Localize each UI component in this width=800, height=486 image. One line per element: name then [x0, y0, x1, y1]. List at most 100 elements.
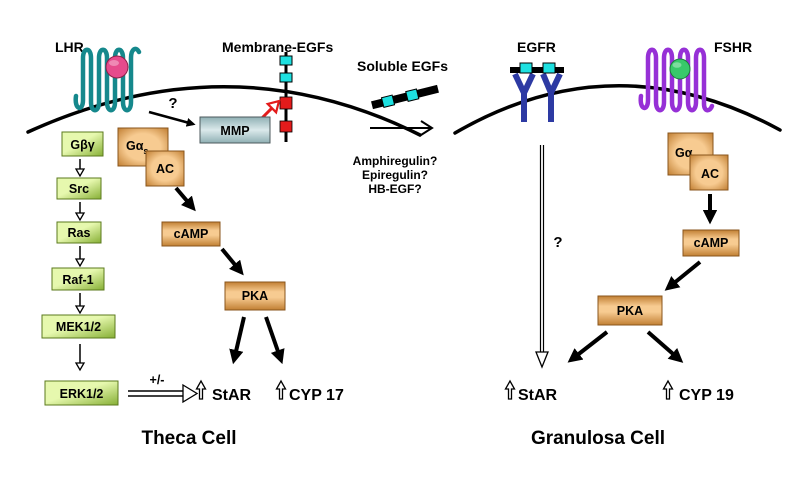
ras-label: Ras — [68, 226, 91, 240]
soluble-egfs-label: Soluble EGFs — [357, 58, 448, 74]
fshr-label: FSHR — [714, 39, 752, 55]
lh-ligand-icon — [105, 55, 129, 79]
theca-cell: LHR Membrane-EGFs ? MMP Gβγ — [26, 39, 422, 449]
soluble-egf-domain-icon — [405, 88, 420, 102]
upregulation-arrow-icon — [195, 379, 207, 400]
theca-outputs: StAR CYP 17 — [195, 379, 344, 404]
theca-camp-pathway: Gαs AC cAMP PKA — [117, 127, 286, 365]
fsh-receptor — [638, 47, 715, 113]
membrane-egf-domain-icon — [279, 72, 293, 83]
membrane-egf — [279, 52, 293, 142]
arrow-pka-to-star — [567, 330, 609, 363]
camp-label: cAMP — [174, 227, 209, 241]
pka-label: PKA — [617, 304, 643, 318]
arrow-lhr-to-mmp — [148, 110, 196, 127]
granulosa-cell: EGFR FSHR ? Gαs AC cAMP — [453, 39, 782, 449]
src-label: Src — [69, 182, 89, 196]
cascade-arrow-head — [74, 212, 86, 222]
ac-label: AC — [701, 167, 719, 181]
cascade-arrow-head — [74, 362, 86, 372]
mmp-label: MMP — [220, 124, 249, 138]
gbg-label: Gβγ — [70, 138, 94, 152]
egf-domain-icon — [519, 62, 533, 74]
cascade-arrow-head — [74, 168, 86, 178]
raf1-label: Raf-1 — [62, 273, 93, 287]
ras-box — [56, 221, 102, 244]
erk-box — [44, 380, 119, 406]
lh-receptor — [73, 46, 142, 113]
cleavage-site-icon — [279, 96, 293, 110]
granulosa-plasma-membrane — [453, 84, 782, 135]
cascade-arrow-head — [74, 258, 86, 268]
egfr-bound-ligand-bar — [510, 67, 564, 73]
arrow-camp-to-pka — [664, 260, 702, 291]
cleavage-site-icon — [279, 120, 293, 133]
ac-box — [145, 150, 185, 187]
soluble-egf-icon — [371, 84, 439, 110]
theca-plasma-membrane — [26, 85, 422, 137]
soluble-egf-domain-icon — [380, 94, 396, 109]
src-box — [56, 177, 102, 200]
gas-label-main: Gα — [126, 139, 144, 153]
long-arrow-head — [535, 351, 549, 369]
lh-ligand-highlight — [109, 60, 119, 66]
erk-to-star-arrow — [128, 383, 199, 404]
upregulation-arrow-icon — [275, 379, 287, 400]
fsh-ligand-highlight — [672, 62, 682, 68]
modulation-label: +/- — [150, 373, 165, 387]
upregulation-arrow-icon — [504, 379, 516, 400]
erk-label: ERK1/2 — [60, 387, 104, 401]
unknown-link-mark: ? — [168, 95, 177, 112]
arrow-camp-to-pka — [220, 247, 244, 276]
unknown-link-mark: ? — [553, 234, 562, 251]
arrow-pka-to-cyp17 — [264, 316, 285, 365]
cyp19-label: CYP 19 — [679, 387, 734, 404]
star-label: StAR — [212, 387, 252, 404]
egf-candidate-label: Epiregulin? — [362, 168, 428, 182]
camp-box — [161, 221, 221, 247]
diffusion-arrow-head — [420, 120, 434, 136]
red-arrow-head — [265, 99, 281, 115]
gbg-box — [61, 131, 104, 157]
mek-box — [41, 314, 116, 339]
camp-label: cAMP — [694, 236, 729, 250]
ac-box — [689, 154, 729, 191]
diffusion-arrow — [370, 120, 434, 136]
arrow-ac-to-camp — [174, 186, 196, 212]
egfr-to-star-arrow — [535, 145, 549, 369]
mmp-box-shape — [199, 116, 271, 144]
soluble-egfs: Soluble EGFs Amphiregulin? Epiregulin? H… — [353, 58, 449, 196]
star-label: StAR — [518, 387, 558, 404]
pka-box — [597, 295, 663, 326]
arrow-pka-to-cyp19 — [646, 330, 684, 363]
granulosa-camp-pathway: Gαs AC cAMP PKA — [567, 132, 740, 363]
egfr-left-arm-icon — [512, 72, 536, 122]
granulosa-cell-label: Granulosa Cell — [531, 428, 665, 449]
ac-label: AC — [156, 162, 174, 176]
double-arrow-head — [182, 383, 199, 404]
arrow-pka-to-star — [229, 316, 246, 365]
pka-box — [224, 281, 286, 311]
egf-candidate-label: Amphiregulin? — [353, 154, 438, 168]
camp-box — [682, 229, 740, 257]
mmp-box: MMP — [199, 116, 271, 144]
upregulation-arrow-icon — [662, 379, 674, 400]
cyp17-label: CYP 17 — [289, 387, 344, 404]
membrane-egfs-label: Membrane-EGFs — [222, 39, 333, 55]
granulosa-outputs: StAR CYP 19 — [504, 379, 734, 404]
mek-label: MEK1/2 — [56, 320, 101, 334]
cascade-arrow-head — [74, 305, 86, 315]
theca-cell-label: Theca Cell — [141, 428, 236, 449]
egf-candidate-label: HB-EGF? — [368, 182, 421, 196]
fsh-ligand-icon — [669, 58, 691, 80]
egfr-right-arm-icon — [540, 72, 563, 122]
lh-receptor-7tm-icon — [73, 46, 142, 113]
mmp-cleavage-arrow — [258, 99, 281, 122]
kinase-cascade: Gβγ Src Ras Raf-1 MEK1/2 ERK1/2 — [41, 131, 119, 406]
pka-label: PKA — [242, 289, 268, 303]
lhr-label: LHR — [55, 39, 84, 55]
egfr-label: EGFR — [517, 39, 556, 55]
fsh-receptor-7tm-icon — [638, 47, 715, 113]
